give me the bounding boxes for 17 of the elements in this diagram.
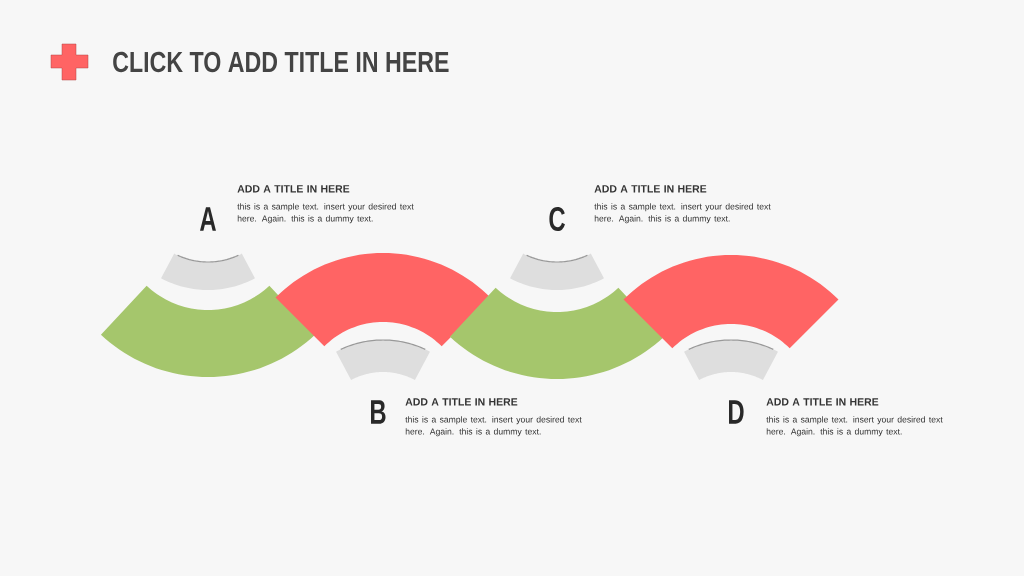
arc-segment xyxy=(449,287,665,379)
heading: ADD A TITLE IN HERE xyxy=(405,398,518,406)
letter: A xyxy=(200,207,216,231)
heading: ADD A TITLE IN HERE xyxy=(237,185,350,193)
arc-segment xyxy=(623,255,839,349)
slide-title: CLICK TO ADD TITLE IN HERE xyxy=(113,51,449,73)
arc-segment xyxy=(275,253,491,347)
body-text: this is a sample text. insert your desired text here. Again. this is a dummy text. xyxy=(405,416,582,437)
letter: C xyxy=(549,206,565,232)
letter: D xyxy=(729,400,744,424)
heading: ADD A TITLE IN HERE xyxy=(766,398,879,406)
body-text: this is a sample text. insert your desired text here. Again. this is a dummy text. xyxy=(237,203,414,224)
heading: ADD A TITLE IN HERE xyxy=(594,185,707,193)
body-text: this is a sample text. insert your desired text here. Again. this is a dummy text. xyxy=(766,416,943,437)
arc-segment xyxy=(100,285,316,377)
body-text: this is a sample text. insert your desired text here. Again. this is a dummy text. xyxy=(594,203,771,224)
letter: B xyxy=(371,400,386,424)
